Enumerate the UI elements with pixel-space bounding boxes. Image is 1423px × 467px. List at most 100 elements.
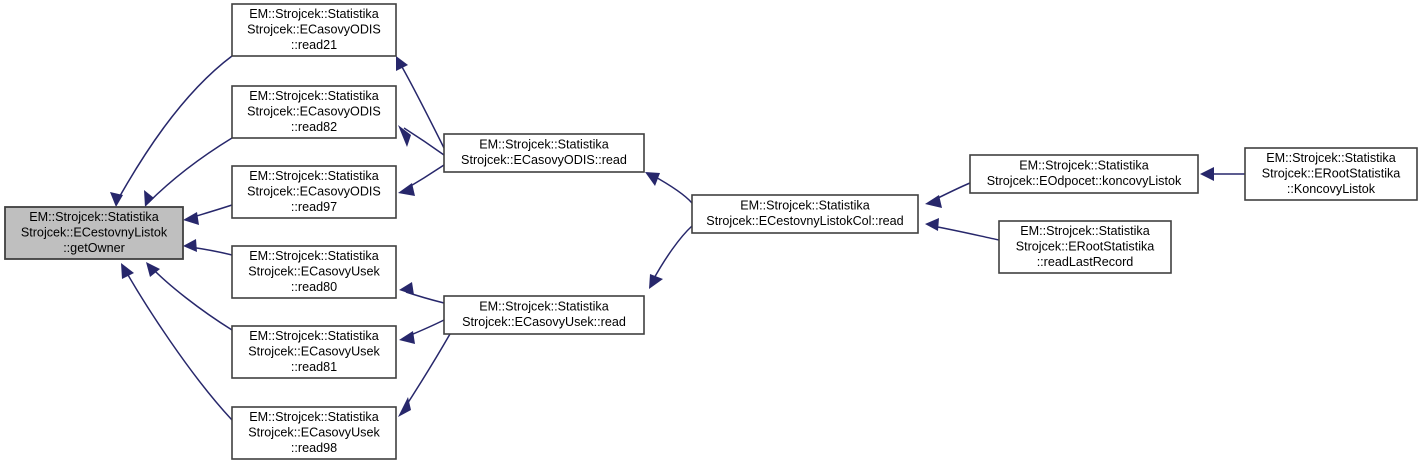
node-box[interactable]: [691, 194, 919, 234]
graph-edge-odis_read97-to-getOwner: [183, 204, 233, 225]
arrowhead-icon: [399, 331, 415, 344]
arrowhead-icon: [144, 190, 154, 207]
graph-node-odis_read21[interactable]: EM::Strojcek::StatistikaStrojcek::ECasov…: [231, 3, 397, 57]
node-label-line: EM::Strojcek::Statistika: [740, 199, 869, 213]
node-box[interactable]: [231, 165, 397, 219]
node-label-line: Strojcek::ECasovyODIS::read: [461, 153, 627, 167]
edge-line: [401, 333, 451, 413]
graph-node-odis_read[interactable]: EM::Strojcek::StatistikaStrojcek::ECasov…: [443, 133, 645, 173]
graph-node-listokcol_read[interactable]: EM::Strojcek::StatistikaStrojcek::ECesto…: [691, 194, 919, 234]
node-label-line: EM::Strojcek::Statistika: [249, 7, 378, 21]
node-box[interactable]: [443, 133, 645, 173]
arrowhead-icon: [398, 183, 415, 196]
node-box[interactable]: [443, 295, 645, 335]
graph-node-usek_read81[interactable]: EM::Strojcek::StatistikaStrojcek::ECasov…: [231, 325, 397, 379]
arrowhead-icon: [645, 172, 660, 186]
node-label-line: Strojcek::ECestovnyListok: [21, 225, 168, 239]
graph-node-usek_read98[interactable]: EM::Strojcek::StatistikaStrojcek::ECasov…: [231, 406, 397, 460]
node-label-line: EM::Strojcek::Statistika: [29, 210, 158, 224]
node-label-line: Strojcek::EOdpocet::koncovyListok: [987, 174, 1182, 188]
graph-edge-usek_read-to-usek_read80: [399, 282, 445, 304]
graph-edge-odis_read-to-odis_read82: [398, 125, 445, 156]
graph-edge-odis_read82-to-getOwner: [144, 137, 233, 207]
arrowhead-icon: [110, 192, 123, 207]
graph-edge-listokcol_read-to-usek_read: [649, 225, 693, 289]
graph-node-usek_read80[interactable]: EM::Strojcek::StatistikaStrojcek::ECasov…: [231, 245, 397, 299]
graph-edge-usek_read98-to-getOwner: [121, 263, 233, 421]
graph-edge-usek_read81-to-getOwner: [146, 262, 233, 331]
graph-edge-odpocet_koncovyListok-to-listokcol_read: [925, 182, 971, 208]
node-label-line: Strojcek::ECasovyUsek: [248, 425, 380, 439]
node-box[interactable]: [231, 85, 397, 139]
graph-edge-usek_read80-to-getOwner: [183, 239, 233, 256]
arrowhead-icon: [121, 263, 134, 279]
node-box[interactable]: [1244, 147, 1418, 201]
edge-line: [651, 174, 693, 204]
node-layer: EM::Strojcek::StatistikaStrojcek::ECesto…: [4, 3, 1418, 460]
edge-line: [123, 267, 233, 421]
node-label-line: EM::Strojcek::Statistika: [479, 138, 608, 152]
arrowhead-icon: [649, 274, 663, 289]
node-label-line: Strojcek::ECasovyODIS: [247, 22, 381, 36]
graph-edge-odis_read-to-odis_read97: [398, 164, 445, 196]
node-label-line: EM::Strojcek::Statistika: [249, 89, 378, 103]
node-label-line: Strojcek::ECasovyUsek: [248, 344, 380, 358]
graph-node-odis_read97[interactable]: EM::Strojcek::StatistikaStrojcek::ECasov…: [231, 165, 397, 219]
node-label-line: EM::Strojcek::Statistika: [1019, 159, 1148, 173]
graph-node-odis_read82[interactable]: EM::Strojcek::StatistikaStrojcek::ECasov…: [231, 85, 397, 139]
node-label-line: ::KoncovyListok: [1287, 182, 1376, 196]
node-label-line: EM::Strojcek::Statistika: [249, 169, 378, 183]
node-label-line: Strojcek::ECestovnyListokCol::read: [706, 214, 903, 228]
node-box[interactable]: [969, 154, 1199, 194]
node-label-line: Strojcek::ECasovyODIS: [247, 104, 381, 118]
graph-node-usek_read[interactable]: EM::Strojcek::StatistikaStrojcek::ECasov…: [443, 295, 645, 335]
graph-edge-usek_read-to-usek_read81: [399, 319, 445, 344]
node-label-line: ::read82: [291, 120, 337, 134]
edge-line: [115, 55, 233, 204]
node-box[interactable]: [231, 3, 397, 57]
graph-node-root_KoncovyListok[interactable]: EM::Strojcek::StatistikaStrojcek::ERootS…: [1244, 147, 1418, 201]
arrowhead-icon: [183, 212, 199, 225]
arrowhead-icon: [399, 282, 414, 295]
arrowhead-icon: [183, 239, 197, 252]
edge-line: [651, 225, 693, 283]
graph-node-odpocet_koncovyListok[interactable]: EM::Strojcek::StatistikaStrojcek::EOdpoc…: [969, 154, 1199, 194]
node-label-line: ::getOwner: [63, 241, 125, 255]
edge-line: [403, 127, 445, 156]
node-box[interactable]: [998, 220, 1172, 274]
node-box[interactable]: [4, 206, 184, 260]
graph-edge-odis_read-to-odis_read21: [396, 56, 445, 149]
node-label-line: EM::Strojcek::Statistika: [1266, 151, 1395, 165]
node-label-line: Strojcek::ERootStatistika: [1262, 166, 1401, 180]
arrowhead-icon: [398, 397, 411, 417]
node-box[interactable]: [231, 406, 397, 460]
edge-line: [149, 265, 233, 331]
node-label-line: Strojcek::ECasovyODIS: [247, 184, 381, 198]
node-label-line: ::read97: [291, 200, 337, 214]
arrowhead-icon: [925, 195, 942, 208]
node-label-line: Strojcek::ERootStatistika: [1016, 239, 1155, 253]
graph-edge-odis_read21-to-getOwner: [110, 55, 233, 207]
graph-node-getOwner[interactable]: EM::Strojcek::StatistikaStrojcek::ECesto…: [4, 206, 184, 260]
node-label-line: EM::Strojcek::Statistika: [249, 410, 378, 424]
arrowhead-icon: [146, 262, 160, 277]
edge-line: [147, 137, 233, 204]
graph-node-root_readLastRecord[interactable]: EM::Strojcek::StatistikaStrojcek::ERootS…: [998, 220, 1172, 274]
node-label-line: ::read21: [291, 38, 337, 52]
node-label-line: EM::Strojcek::Statistika: [249, 329, 378, 343]
graph-edge-usek_read-to-usek_read98: [398, 333, 451, 417]
node-label-line: ::readLastRecord: [1037, 255, 1134, 269]
graph-edge-listokcol_read-to-odis_read: [645, 172, 693, 204]
arrowhead-icon: [1200, 167, 1214, 181]
arrowhead-icon: [398, 125, 411, 147]
node-label-line: EM::Strojcek::Statistika: [249, 249, 378, 263]
node-box[interactable]: [231, 245, 397, 299]
node-label-line: ::read81: [291, 360, 337, 374]
arrowhead-icon: [925, 218, 939, 231]
graph-edge-root_KoncovyListok-to-odpocet_koncovyListok: [1200, 167, 1245, 181]
edge-layer: [110, 55, 1245, 421]
node-box[interactable]: [231, 325, 397, 379]
node-label-line: EM::Strojcek::Statistika: [1020, 224, 1149, 238]
